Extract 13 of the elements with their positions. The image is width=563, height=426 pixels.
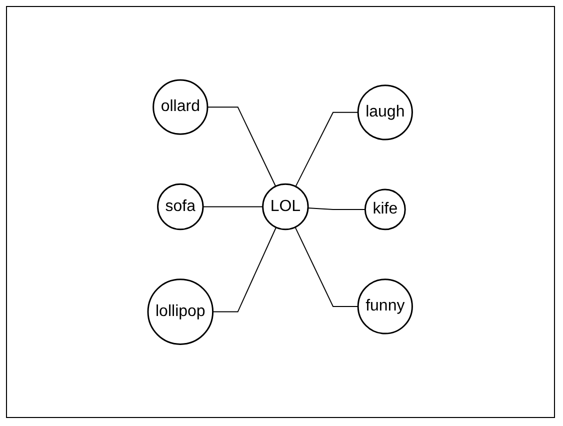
node-circle: sofa bbox=[157, 183, 204, 230]
node-circle: lollipop bbox=[148, 278, 214, 345]
node-circle: LOL bbox=[262, 183, 310, 230]
node-circle: funny bbox=[358, 278, 414, 334]
connector bbox=[202, 206, 264, 208]
connector bbox=[207, 106, 277, 187]
node-circle: ollard bbox=[152, 79, 209, 135]
connector bbox=[296, 112, 359, 187]
connector bbox=[212, 226, 277, 312]
node-circle: kife bbox=[364, 188, 406, 230]
connector bbox=[295, 226, 359, 307]
connector bbox=[308, 207, 366, 210]
node-circle: laugh bbox=[358, 84, 414, 140]
